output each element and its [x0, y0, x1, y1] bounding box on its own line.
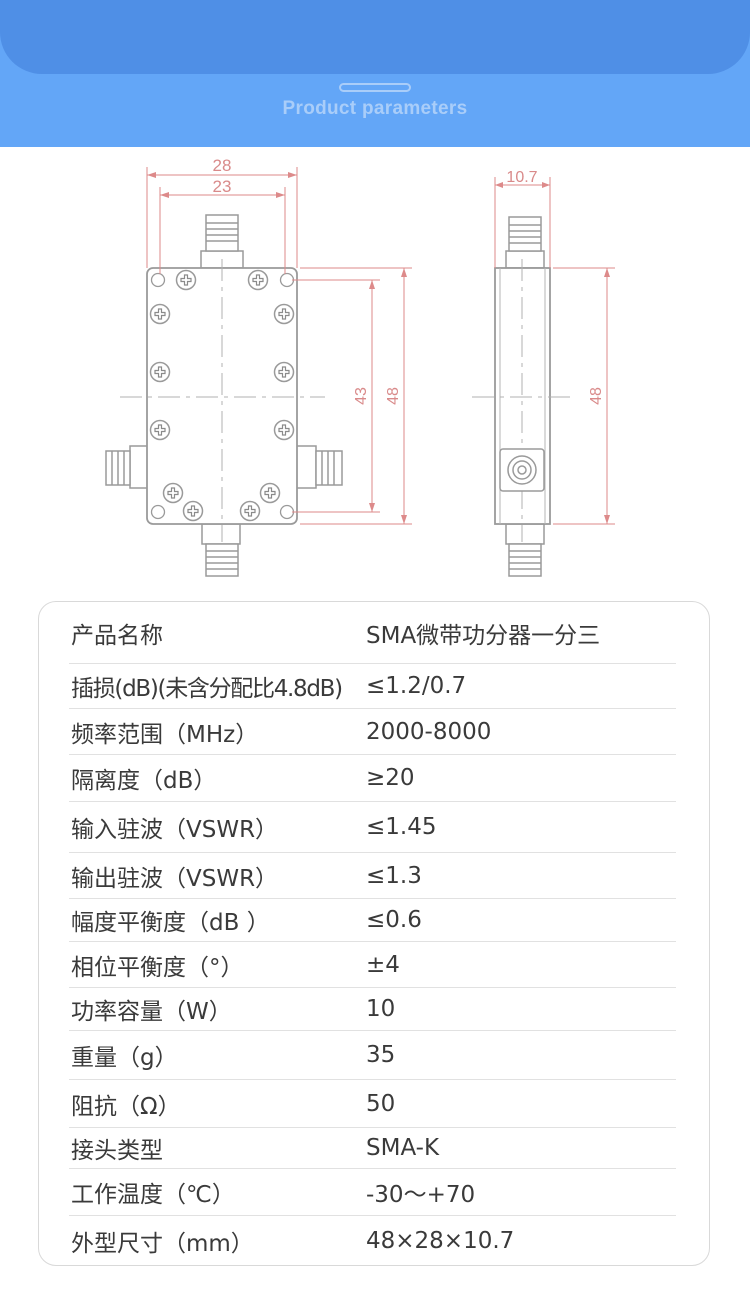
- spec-value: ≤1.45: [366, 814, 437, 840]
- table-row: 幅度平衡度（dB ） ≤0.6: [69, 899, 676, 942]
- spec-label: 阻抗（Ω）: [71, 1093, 181, 1120]
- spec-label: 频率范围（MHz）: [71, 721, 259, 748]
- table-row: 产品名称 SMA微带功分器一分三: [69, 602, 676, 664]
- table-row: 隔离度（dB） ≥20: [69, 755, 676, 802]
- spec-value: 10: [366, 996, 396, 1022]
- table-row: 频率范围（MHz） 2000-8000: [69, 709, 676, 755]
- side-connector-port-icon: [499, 448, 545, 492]
- spec-value: 2000-8000: [366, 718, 492, 745]
- side-view: 10.7 48: [472, 169, 615, 577]
- spec-value: SMA-K: [366, 1135, 440, 1161]
- spec-value: 50: [366, 1090, 396, 1117]
- spec-value: ≥20: [366, 765, 415, 791]
- table-row: 外型尺寸（mm） 48×28×10.7: [69, 1216, 676, 1266]
- table-row: 输出驻波（VSWR） ≤1.3: [69, 853, 676, 899]
- page-title: Product parameters: [282, 98, 468, 119]
- dim-width-outer: 28: [213, 156, 232, 175]
- table-row: 输入驻波（VSWR） ≤1.45: [69, 802, 676, 853]
- spec-value: 35: [366, 1042, 396, 1068]
- dim-thickness: 10.7: [506, 169, 537, 186]
- table-row: 接头类型 SMA-K: [69, 1128, 676, 1169]
- spec-label: 产品名称: [71, 622, 163, 649]
- specs-table: 产品名称 SMA微带功分器一分三 插损(dB)(未含分配比4.8dB) ≤1.2…: [38, 601, 710, 1266]
- table-row: 相位平衡度（°） ±4: [69, 942, 676, 988]
- table-row: 工作温度（℃） -30～+70: [69, 1169, 676, 1216]
- spec-label: 重量（g）: [71, 1045, 178, 1071]
- table-row: 阻抗（Ω） 50: [69, 1080, 676, 1128]
- table-row: 重量（g） 35: [69, 1031, 676, 1080]
- bottom-connector: [201, 523, 241, 577]
- spec-label: 隔离度（dB）: [71, 768, 217, 794]
- side-top-connector: [505, 216, 545, 269]
- spec-label: 输出驻波（VSWR）: [71, 865, 279, 892]
- left-connector: [105, 445, 149, 489]
- dim-height-inner: 43: [353, 387, 370, 405]
- header-banner: Product parameters: [0, 0, 750, 147]
- dim-height-outer: 48: [385, 387, 402, 405]
- table-row: 功率容量（W） 10: [69, 988, 676, 1031]
- spec-label: 功率容量（W）: [71, 999, 232, 1025]
- spec-value: ≤1.2/0.7: [366, 673, 467, 699]
- top-connector: [200, 214, 244, 269]
- side-bottom-connector: [505, 523, 545, 577]
- right-connector: [295, 445, 343, 489]
- dimension-drawing: 28 23 43 48: [0, 147, 750, 602]
- spec-label: 外型尺寸（mm）: [71, 1231, 254, 1257]
- spec-label: 插损(dB)(未含分配比4.8dB): [71, 676, 343, 702]
- spec-value: ≤0.6: [366, 907, 422, 933]
- spec-value: ≤1.3: [366, 862, 422, 889]
- front-view: 28 23 43 48: [105, 156, 412, 577]
- dim-width-inner: 23: [213, 177, 232, 196]
- spec-label: 输入驻波（VSWR）: [71, 817, 279, 843]
- spec-label: 接头类型: [71, 1138, 163, 1164]
- spec-label: 工作温度（℃）: [71, 1182, 235, 1208]
- spec-value: 48×28×10.7: [366, 1228, 515, 1254]
- spec-value: ±4: [366, 951, 400, 978]
- spec-label: 幅度平衡度（dB ）: [71, 910, 270, 936]
- dim-side-height: 48: [588, 387, 605, 405]
- spec-label: 相位平衡度（°）: [71, 954, 244, 981]
- table-row: 插损(dB)(未含分配比4.8dB) ≤1.2/0.7: [69, 664, 676, 709]
- spec-value: -30～+70: [366, 1182, 476, 1208]
- banner-top-shape: [0, 0, 750, 74]
- banner-pill-decoration: [339, 83, 411, 92]
- spec-value: SMA微带功分器一分三: [366, 622, 601, 649]
